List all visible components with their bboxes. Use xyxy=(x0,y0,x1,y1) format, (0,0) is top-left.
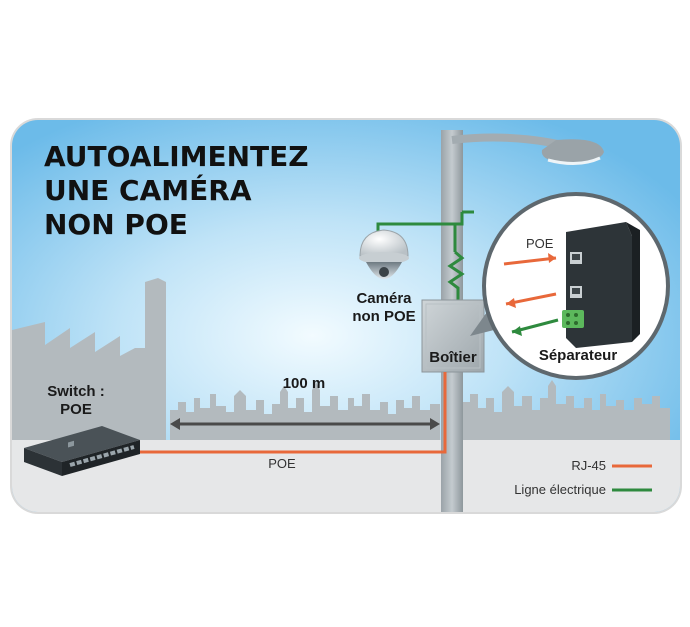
switch-label-line-1: Switch : xyxy=(47,383,105,400)
camera-label-line-1: Caméra xyxy=(356,290,412,307)
data-out-arrow-icon xyxy=(505,292,557,308)
poe-cable xyxy=(128,372,447,454)
splitter-label: Séparateur xyxy=(539,347,618,364)
poe-in-arrow-icon xyxy=(503,253,557,266)
boitier-label: Boîtier xyxy=(429,349,477,366)
page-title: AUTOALIMENTEZ UNE CAMÉRA NON POE xyxy=(44,140,309,241)
distance-label: 100 m xyxy=(283,375,326,392)
network-switch-icon xyxy=(24,426,140,476)
poe-cable-label: POE xyxy=(268,456,296,471)
power-out-arrow-icon xyxy=(511,318,559,336)
splitter-poe-label: POE xyxy=(526,236,554,251)
distance-indicator xyxy=(170,418,440,430)
title-line-2: UNE CAMÉRA xyxy=(44,173,252,207)
legend-ligne-label: Ligne électrique xyxy=(514,482,606,497)
title-line-3: NON POE xyxy=(44,208,188,241)
legend: RJ-45 Ligne électrique xyxy=(514,458,652,497)
splitter-detail: POE Séparateur xyxy=(482,192,670,380)
legend-rj45-label: RJ-45 xyxy=(571,458,606,473)
switch-label-line-2: POE xyxy=(60,401,92,418)
title-line-1: AUTOALIMENTEZ xyxy=(44,140,309,173)
poe-splitter-icon xyxy=(562,222,640,348)
factory-silhouette xyxy=(12,278,166,440)
city-skyline-right xyxy=(462,380,670,440)
dome-camera-icon xyxy=(359,229,409,279)
power-line xyxy=(376,210,474,300)
boitier-box xyxy=(421,299,485,373)
camera-label-line-2: non POE xyxy=(352,308,415,325)
